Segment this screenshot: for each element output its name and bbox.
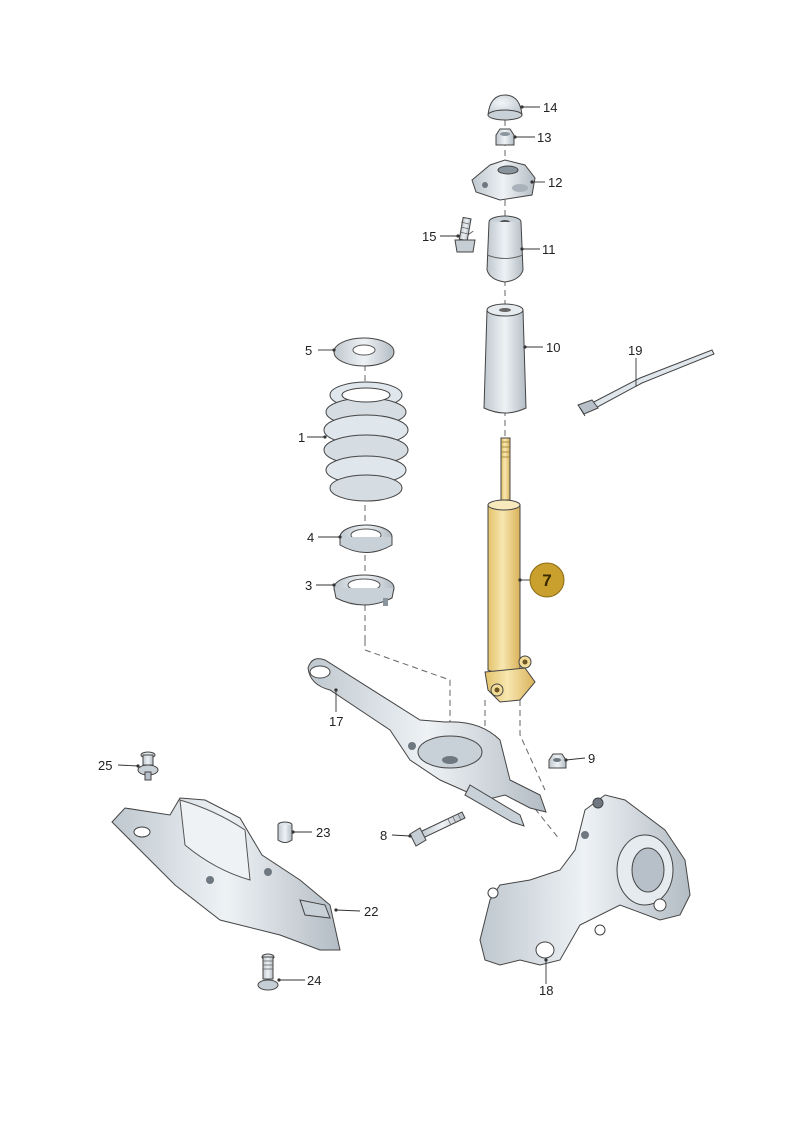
callout-5[interactable]: 5 (305, 343, 312, 358)
callout-24[interactable]: 24 (307, 973, 321, 988)
dome-cap-part (487, 94, 523, 121)
callout-4[interactable]: 4 (307, 530, 314, 545)
mount-bolt-part (454, 216, 476, 253)
protective-tube-part (483, 303, 527, 414)
callout-leader-lines (117, 106, 637, 984)
callout-12[interactable]: 12 (548, 175, 562, 190)
callout-23[interactable]: 23 (316, 825, 330, 840)
bump-stop-part (486, 215, 524, 283)
part-7-badge-label: 7 (542, 571, 551, 590)
callout-14[interactable]: 14 (543, 100, 557, 115)
callout-17[interactable]: 17 (329, 714, 343, 729)
strut-mount-part (471, 159, 536, 201)
top-nut-part (495, 128, 515, 146)
control-arm-bolt-part (409, 811, 466, 847)
retaining-clip-part (137, 751, 159, 781)
control-arm-nut-part (548, 753, 567, 769)
cable-tie-part (577, 349, 715, 415)
callout-labels: 14 13 12 15 11 10 5 19 1 4 3 17 25 9 8 2… (98, 100, 642, 998)
callout-18[interactable]: 18 (539, 983, 553, 998)
callout-10[interactable]: 10 (546, 340, 560, 355)
coil-spring-part (323, 381, 409, 502)
spring-isolator-part (339, 524, 393, 553)
callout-22[interactable]: 22 (364, 904, 378, 919)
trailing-control-arm-part (307, 658, 547, 827)
callout-leader-dots (136, 105, 568, 982)
callout-11[interactable]: 11 (542, 242, 556, 257)
lower-spring-seat-part (333, 574, 395, 606)
callout-25[interactable]: 25 (98, 758, 112, 773)
callout-1[interactable]: 1 (298, 430, 305, 445)
shock-absorber-part (484, 437, 536, 703)
callout-15[interactable]: 15 (422, 229, 436, 244)
grommet-part (277, 821, 293, 843)
upper-spring-seat-part (333, 337, 395, 367)
callout-8[interactable]: 8 (380, 828, 387, 843)
callout-3[interactable]: 3 (305, 578, 312, 593)
wheel-bearing-housing-part (479, 794, 691, 966)
part-7-badge[interactable]: 7 (529, 562, 565, 598)
callout-9[interactable]: 9 (588, 751, 595, 766)
panel-bolt-part (257, 953, 279, 991)
callout-13[interactable]: 13 (537, 130, 551, 145)
callout-19[interactable]: 19 (628, 343, 642, 358)
underbody-panel-part (111, 797, 341, 951)
